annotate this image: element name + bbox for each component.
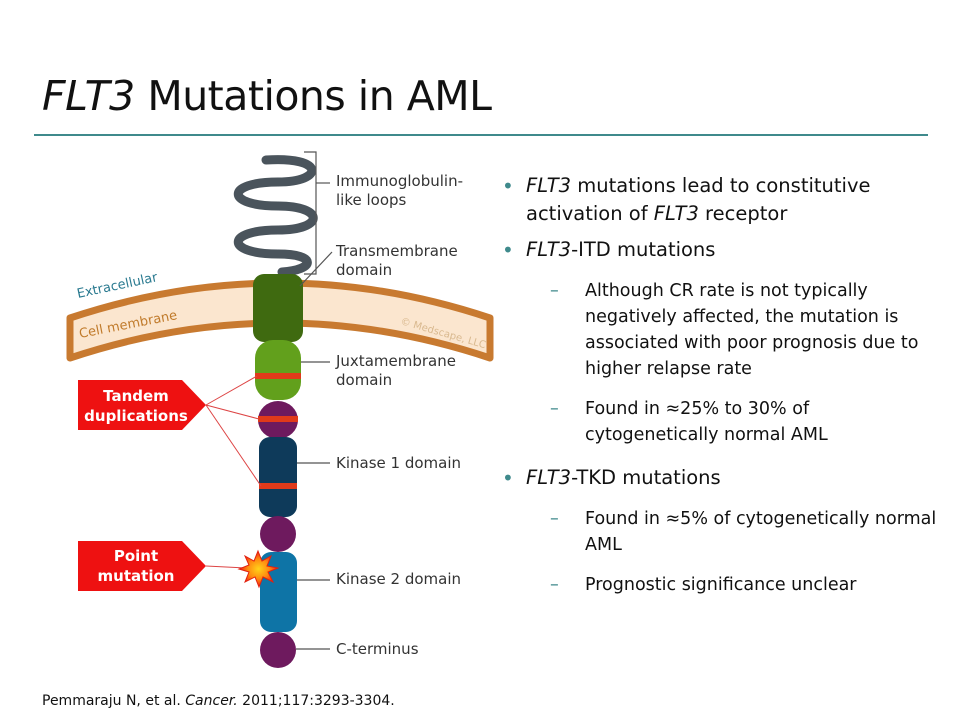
transmembrane-label-1: Transmembrane: [335, 242, 458, 260]
immunoglobulin-label-1: Immunoglobulin-: [336, 172, 463, 190]
bullet-3-gene: FLT3: [526, 466, 572, 489]
transmembrane-leader: [299, 251, 333, 287]
juxtamembrane-label-1: Juxtamembrane: [335, 352, 456, 370]
title-gene-italic: FLT3: [42, 72, 135, 120]
flt3-receptor-diagram: Extracellular Cell membrane © Medscape, …: [66, 151, 494, 668]
c-terminus-label: C-terminus: [336, 640, 419, 658]
bullet-2-gene: FLT3: [526, 238, 572, 261]
sub-bullet-marker: –: [550, 575, 559, 595]
kinase-1-label: Kinase 1 domain: [336, 454, 461, 472]
citation-journal: Cancer.: [185, 693, 238, 709]
bullet-marker: •: [502, 174, 514, 198]
kinase-1-duplication-band: [259, 483, 297, 489]
sub-bullet-tkd-frequency-text: Found in ≈5% of cytogenetically normal A…: [585, 509, 937, 555]
linker-domain-2: [260, 516, 296, 552]
sub-bullet-itd-frequency-text: Found in ≈25% to 30% of cytogenetically …: [585, 399, 828, 445]
bullet-tkd-mutations: • FLT3-TKD mutations: [500, 464, 940, 492]
slide-title: FLT3 Mutations in AML: [42, 72, 492, 120]
bullet-list: • FLT3 mutations lead to constitutive act…: [500, 172, 940, 612]
kinase-1-domain: [259, 437, 297, 517]
point-mutation-callout: [78, 541, 206, 591]
tandem-pointer-2: [205, 404, 260, 420]
bullet-1-gene-a: FLT3: [526, 174, 572, 197]
transmembrane-domain: [253, 274, 303, 342]
title-rest: Mutations in AML: [134, 72, 492, 120]
bullet-1-gene-b: FLT3: [653, 202, 699, 225]
tandem-duplications-callout: [78, 380, 206, 430]
sub-bullet-itd-prognosis-text: Although CR rate is not typically negati…: [585, 281, 919, 379]
mutation-burst-icon: [237, 549, 280, 589]
linker-duplication-band: [258, 416, 298, 422]
immunoglobulin-loops: [233, 155, 318, 277]
tandem-pointer-3: [205, 404, 262, 487]
bullet-3-text: -TKD mutations: [571, 466, 721, 489]
kinase-2-label: Kinase 2 domain: [336, 570, 461, 588]
c-terminus: [260, 632, 296, 668]
sub-bullet-tkd-significance-text: Prognostic significance unclear: [585, 575, 857, 595]
sub-bullet-marker: –: [550, 281, 559, 301]
juxtamembrane-label-2: domain: [336, 371, 392, 389]
loops-bracket: [304, 151, 317, 275]
citation: Pemmaraju N, et al. Cancer. 2011;117:329…: [42, 693, 395, 709]
bullet-marker: •: [502, 238, 514, 262]
juxtamembrane-duplication-band: [255, 373, 301, 379]
bullet-1-text-b: receptor: [698, 202, 788, 225]
sub-bullet-tkd-significance: – Prognostic significance unclear: [500, 572, 940, 598]
bullet-itd-mutations: • FLT3-ITD mutations: [500, 236, 940, 264]
citation-details: 2011;117:3293-3304.: [237, 693, 395, 709]
sub-bullet-tkd-frequency: – Found in ≈5% of cytogenetically normal …: [500, 506, 940, 558]
bullet-2-text: -ITD mutations: [571, 238, 716, 261]
point-callout-line1: Point: [114, 547, 158, 565]
point-callout-line2: mutation: [98, 567, 175, 585]
title-divider: [34, 134, 928, 136]
sub-bullet-itd-prognosis: – Although CR rate is not typically negat…: [500, 278, 940, 382]
sub-bullet-marker: –: [550, 399, 559, 419]
tandem-callout-line1: Tandem: [103, 387, 169, 405]
sub-bullet-itd-frequency: – Found in ≈25% to 30% of cytogenetically…: [500, 396, 940, 448]
bullet-constitutive-activation: • FLT3 mutations lead to constitutive act…: [500, 172, 940, 228]
bullet-marker: •: [502, 466, 514, 490]
point-pointer: [205, 565, 247, 569]
citation-authors: Pemmaraju N, et al.: [42, 693, 186, 709]
tandem-pointer-1: [205, 375, 258, 406]
bullet-1-text-a: mutations lead to constitutive activatio…: [526, 174, 871, 225]
transmembrane-label-2: domain: [336, 261, 392, 279]
sub-bullet-marker: –: [550, 509, 559, 529]
immunoglobulin-label-2: like loops: [336, 191, 407, 209]
juxtamembrane-domain: [255, 340, 301, 400]
tandem-callout-line2: duplications: [84, 407, 188, 425]
